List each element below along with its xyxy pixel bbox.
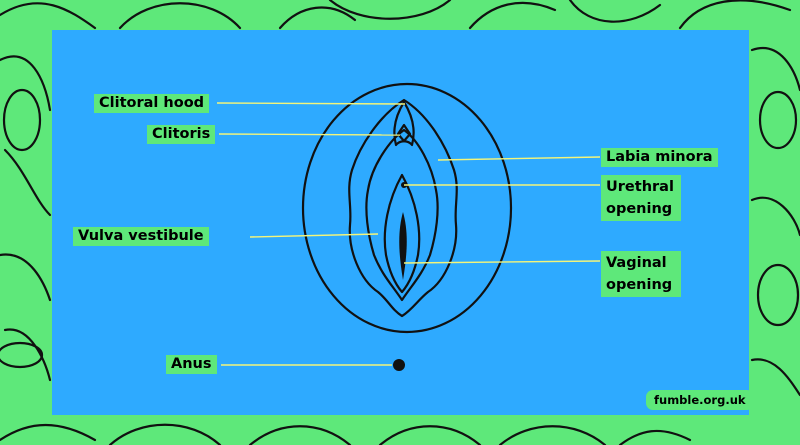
label-vaginal-opening: Vaginal opening xyxy=(601,251,681,297)
doodle-left-6 xyxy=(2,88,42,152)
labia-minora-outline xyxy=(365,128,439,302)
doodle-bottom-4 xyxy=(378,425,482,445)
doodle-top-5 xyxy=(468,1,557,30)
labia-majora-outline xyxy=(348,98,458,318)
doodle-bottom-5 xyxy=(498,425,607,445)
vaginal-opening-shape xyxy=(399,212,407,280)
doodle-right-1 xyxy=(750,47,800,92)
leader-vaginal-opening xyxy=(403,260,601,264)
label-clitoral-hood: Clitoral hood xyxy=(94,94,210,113)
vulva-outline xyxy=(301,82,513,334)
doodle-bottom-1 xyxy=(0,424,97,442)
clitoris-outline xyxy=(396,123,412,143)
anus-dot xyxy=(393,359,405,371)
label-clitoris: Clitoris xyxy=(147,125,216,144)
doodle-right-2 xyxy=(758,90,798,150)
clitoral-hood-outline xyxy=(393,100,415,147)
label-urethral-opening: Urethral opening xyxy=(601,175,681,221)
leader-labia-minora xyxy=(437,156,601,161)
doodle-right-5 xyxy=(750,358,800,397)
doodle-left-5 xyxy=(0,341,44,369)
leader-clitoral-hood xyxy=(216,102,406,105)
leader-clitoris xyxy=(218,133,401,136)
doodle-bottom-2 xyxy=(108,423,222,445)
doodle-right-4 xyxy=(756,263,800,327)
doodle-left-1 xyxy=(0,55,52,112)
doodle-top-4 xyxy=(328,0,452,20)
doodle-top-2 xyxy=(118,2,242,30)
doodle-top-7 xyxy=(678,0,792,30)
doodle-bottom-3 xyxy=(248,425,352,445)
vestibule-outline xyxy=(383,173,421,294)
doodle-left-3 xyxy=(0,253,52,302)
label-vulva-vestibule: Vulva vestibule xyxy=(73,227,209,246)
label-anus: Anus xyxy=(166,355,217,374)
credit-badge: fumble.org.uk xyxy=(646,390,754,410)
label-labia-minora: Labia minora xyxy=(601,148,718,167)
doodle-top-6 xyxy=(568,0,662,23)
doodle-bottom-6 xyxy=(618,429,692,445)
doodle-top-1 xyxy=(0,2,97,30)
doodle-left-2 xyxy=(3,148,52,217)
doodle-top-3 xyxy=(278,6,357,30)
doodle-right-3 xyxy=(750,196,800,237)
leader-vulva-vestibule xyxy=(249,233,379,238)
